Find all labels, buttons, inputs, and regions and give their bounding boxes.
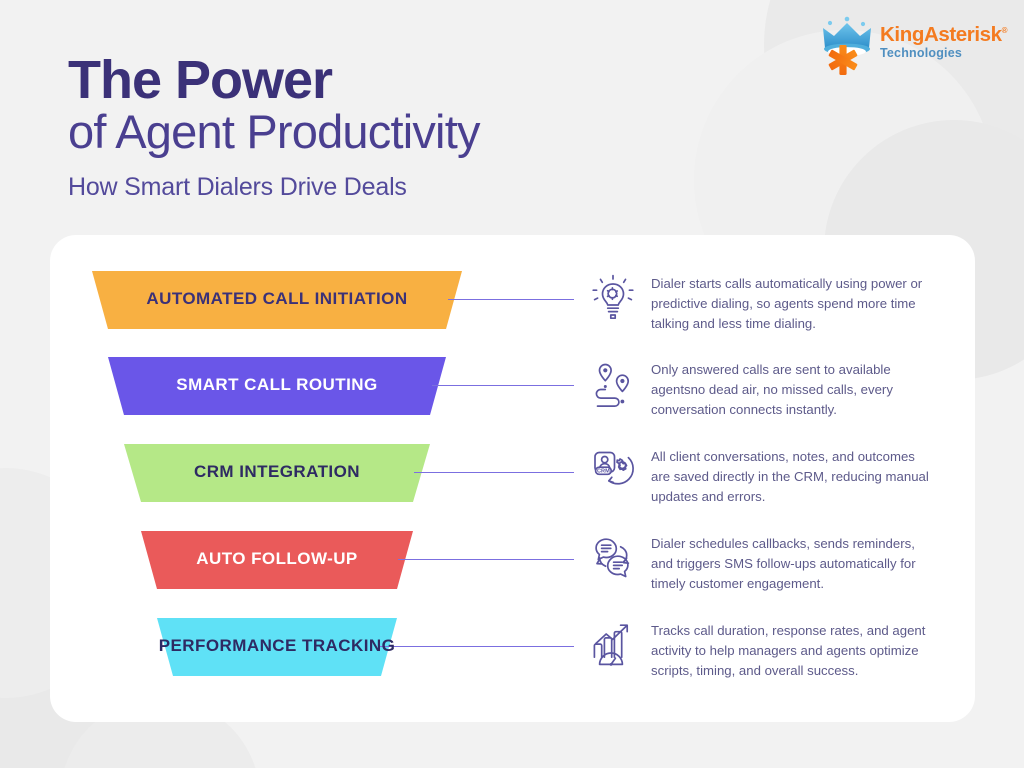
funnel-description: Dialer schedules callbacks, sends remind…: [590, 533, 936, 594]
funnel-band-label: SMART CALL ROUTING: [176, 375, 378, 395]
funnel-connector-line: [398, 559, 574, 561]
funnel-band-shape: [124, 444, 430, 502]
funnel-band-label: AUTO FOLLOW-UP: [196, 549, 358, 569]
funnel-band-shape: [157, 618, 397, 676]
funnel-description-text: Dialer starts calls automatically using …: [651, 276, 923, 332]
logo-mark: [816, 14, 878, 76]
funnel-description: Dialer starts calls automatically using …: [590, 273, 936, 334]
svg-text:CRM: CRM: [597, 469, 610, 475]
funnel-band[interactable]: SMART CALL ROUTING: [108, 357, 446, 415]
route-pins-icon: [590, 359, 636, 409]
funnel-band-shape: [141, 531, 413, 589]
funnel-description-text: Tracks call duration, response rates, an…: [651, 623, 926, 679]
content-card: AUTOMATED CALL INITIATION Dialer starts …: [50, 235, 975, 722]
page-subtitle: How Smart Dialers Drive Deals: [68, 172, 407, 201]
funnel-band-shape: [92, 271, 462, 329]
logo-name: KingAsterisk®: [880, 23, 1008, 46]
funnel-connector-line: [380, 646, 574, 648]
title-line-2: of Agent Productivity: [68, 105, 480, 159]
funnel-rows: AUTOMATED CALL INITIATION Dialer starts …: [50, 235, 975, 722]
funnel-connector-line: [432, 385, 574, 387]
funnel-band-label: PERFORMANCE TRACKING: [158, 636, 396, 656]
chat-bubbles-icon: [590, 533, 636, 583]
funnel-band[interactable]: PERFORMANCE TRACKING: [157, 618, 397, 676]
funnel-connector-line: [448, 299, 574, 301]
funnel-description: CRM All client conversations, notes, and…: [590, 446, 936, 507]
funnel-band[interactable]: CRM INTEGRATION: [124, 444, 430, 502]
funnel-connector-line: [414, 472, 574, 474]
funnel-description-text: Only answered calls are sent to availabl…: [651, 362, 893, 418]
logo-name-text: KingAsterisk: [880, 23, 1002, 46]
funnel-band-label: CRM INTEGRATION: [193, 462, 361, 482]
funnel-band[interactable]: AUTO FOLLOW-UP: [141, 531, 413, 589]
logo-tagline: Technologies: [880, 45, 963, 60]
crm-gear-icon: CRM: [590, 446, 636, 496]
brand-logo: KingAsterisk® Technologies: [816, 12, 1008, 78]
funnel-band-label: AUTOMATED CALL INITIATION: [146, 289, 408, 309]
registered-mark: ®: [1001, 26, 1008, 36]
crown-asterisk-icon: [823, 16, 871, 75]
bar-chart-gauge-icon: [590, 620, 636, 670]
funnel-band[interactable]: AUTOMATED CALL INITIATION: [92, 271, 462, 329]
funnel-description: Tracks call duration, response rates, an…: [590, 620, 936, 681]
funnel-description: Only answered calls are sent to availabl…: [590, 359, 936, 420]
logo-wordmark: KingAsterisk® Technologies: [880, 23, 1008, 65]
funnel-band-shape: [108, 357, 446, 415]
page-title: The Power of Agent Productivity How Smar…: [68, 52, 480, 202]
title-line-1: The Power: [68, 50, 333, 110]
lightbulb-gear-icon: [590, 273, 636, 323]
funnel-description-text: Dialer schedules callbacks, sends remind…: [651, 536, 916, 592]
funnel-description-text: All client conversations, notes, and out…: [651, 449, 929, 505]
